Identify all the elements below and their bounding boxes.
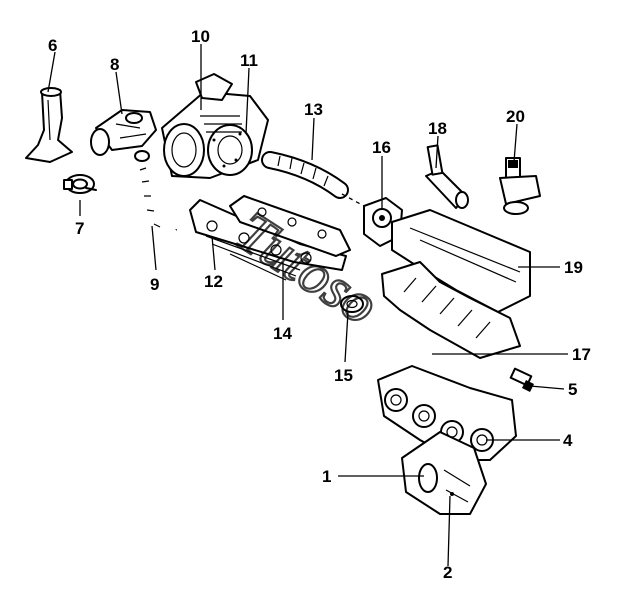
callout-16: 16 — [372, 138, 391, 157]
callout-6: 6 — [48, 36, 57, 55]
part-20-valve — [499, 157, 541, 215]
callout-11: 11 — [240, 51, 258, 70]
callout-5: 5 — [568, 380, 577, 399]
part-7-clamp — [63, 174, 97, 194]
callout-17: 17 — [572, 345, 591, 364]
part-6-coolant-pipe — [25, 87, 73, 163]
part-13-intake-hose — [261, 151, 365, 207]
callout-19: 19 — [564, 258, 583, 277]
callout-14: 14 — [273, 324, 292, 343]
callout-18: 18 — [428, 119, 447, 138]
part-12-14-gaskets — [189, 195, 351, 281]
part-4-exhaust-manifold — [377, 365, 517, 461]
part-18-sensor — [425, 144, 469, 209]
callout-13: 13 — [304, 100, 323, 119]
leader-lines — [47, 44, 568, 567]
part-19-intake-plenum — [381, 209, 531, 359]
part-1-2-heat-shield — [401, 431, 487, 515]
callout-7: 7 — [75, 219, 84, 238]
callout-1: 1 — [322, 467, 331, 486]
part-10-11-air-box — [161, 73, 269, 179]
callout-12: 12 — [204, 272, 223, 291]
callout-9: 9 — [150, 275, 159, 294]
part-15-seal — [340, 295, 364, 313]
part-9-hose — [134, 150, 179, 238]
callout-8: 8 — [110, 55, 119, 74]
part-8-thermostat-housing — [90, 109, 157, 156]
callout-20: 20 — [506, 107, 525, 126]
callout-10: 10 — [191, 27, 210, 46]
callout-labels: 6 8 10 11 13 16 18 20 7 9 12 14 15 19 17… — [48, 27, 591, 582]
callout-4: 4 — [563, 431, 573, 450]
callout-2: 2 — [443, 563, 452, 582]
callout-15: 15 — [334, 366, 353, 385]
part-5-bolt — [509, 367, 534, 392]
